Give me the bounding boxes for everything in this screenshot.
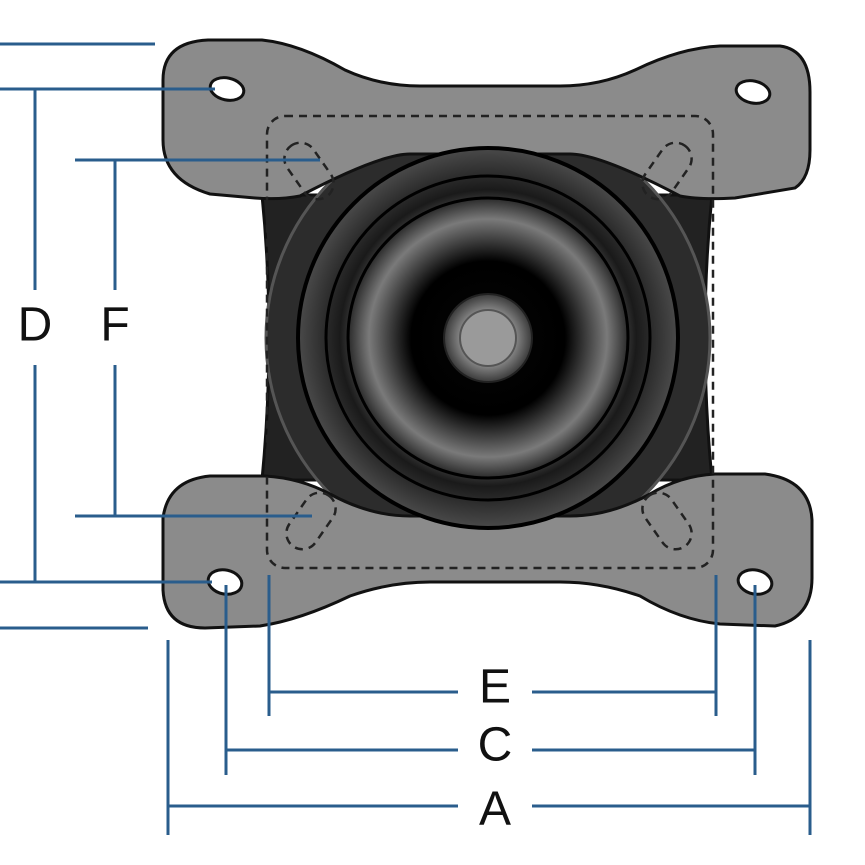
slot-hole-icon xyxy=(641,491,693,551)
mounting-hole-icon xyxy=(208,76,246,102)
inner-hole-pattern xyxy=(265,114,715,570)
slot-hole-icon xyxy=(285,491,337,551)
mounting-hole-icon xyxy=(206,568,244,596)
dimension-labels: D F E C A xyxy=(18,299,513,836)
slot-hole-icon xyxy=(283,141,335,201)
bearing-rings xyxy=(296,146,680,530)
dimension-label-d: D xyxy=(18,299,53,352)
dimension-label-e: E xyxy=(479,661,511,714)
dimension-label-a: A xyxy=(479,783,511,836)
dimension-label-c: C xyxy=(478,719,513,772)
mounting-hole-icon xyxy=(736,568,774,596)
top-mounting-plate xyxy=(161,38,812,201)
dimension-label-f: F xyxy=(100,299,129,352)
slot-hole-icon xyxy=(641,141,693,201)
mounting-hole-icon xyxy=(734,79,772,105)
dimension-lines xyxy=(0,42,812,835)
